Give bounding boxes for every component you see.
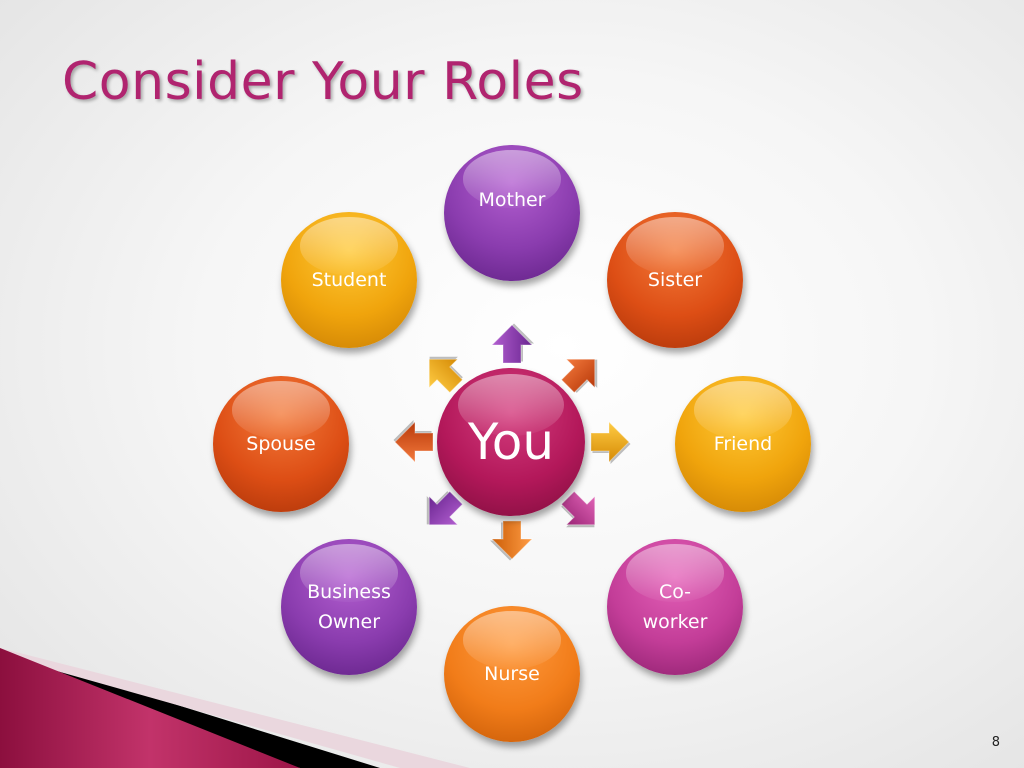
role-label: Co- worker: [642, 581, 708, 633]
arrow-to-business-owner: [426, 490, 464, 526]
arrow-to-nurse: [490, 520, 534, 561]
center-label: You: [467, 413, 555, 471]
role-node-business-owner: Business Owner: [281, 539, 417, 675]
role-label: Nurse: [484, 663, 540, 685]
role-node-sister: Sister: [607, 212, 743, 348]
role-label: Friend: [713, 433, 773, 455]
role-node-co-worker: Co- worker: [607, 539, 743, 675]
arrow-to-friend: [590, 420, 631, 464]
role-label: Sister: [647, 269, 703, 291]
arrow-to-sister: [560, 358, 598, 394]
page-number: 8: [991, 735, 1000, 750]
role-node-mother: Mother: [444, 145, 580, 281]
arrow-to-spouse: [393, 420, 434, 464]
role-label: Spouse: [246, 433, 316, 455]
role-node-student: Student: [281, 212, 417, 348]
slide-title: Consider Your Roles: [62, 52, 584, 112]
role-label: Student: [311, 269, 387, 291]
role-label: Business Owner: [307, 581, 391, 633]
role-label: Mother: [478, 189, 546, 211]
arrow-to-co-worker: [560, 490, 596, 528]
center-node-you: You: [437, 368, 585, 516]
role-node-nurse: Nurse: [444, 606, 580, 742]
role-node-spouse: Spouse: [213, 376, 349, 512]
arrow-to-mother: [490, 323, 534, 364]
role-node-friend: Friend: [675, 376, 811, 512]
arrow-to-student: [428, 356, 464, 394]
